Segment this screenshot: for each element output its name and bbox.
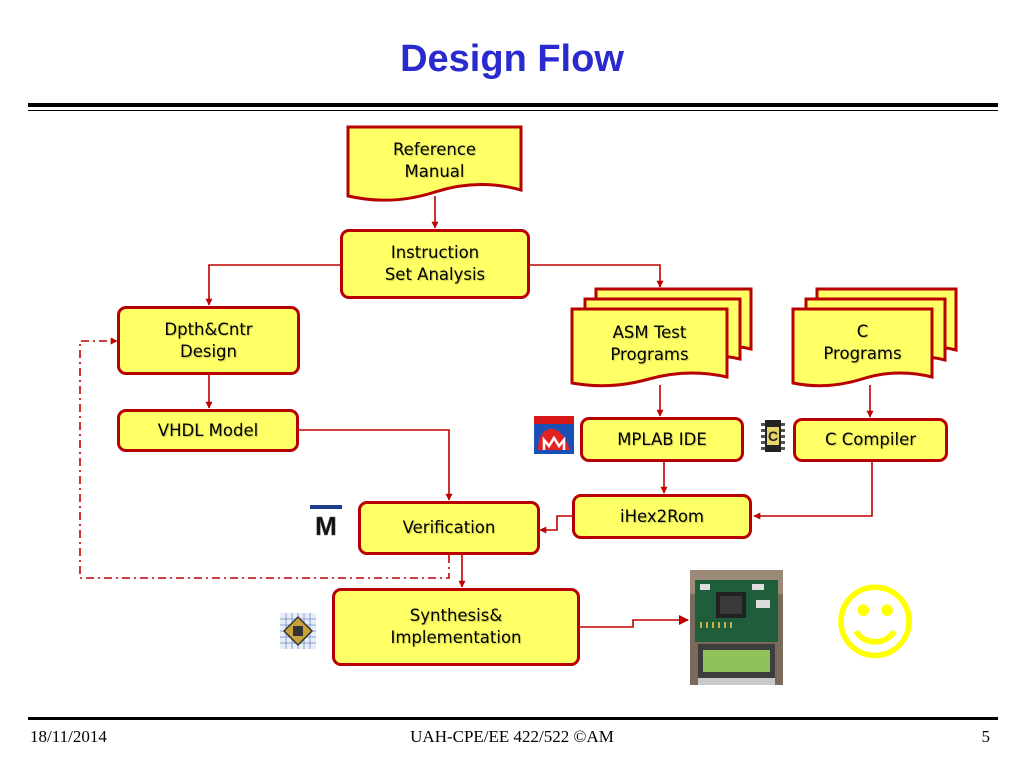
c-programs-label: C Programs	[793, 321, 932, 365]
arrow-vhdl-to-verification	[299, 429, 453, 501]
synthesis-line2: Implementation	[390, 628, 522, 647]
asm-programs-line2: Programs	[610, 344, 689, 364]
slide-title: Design Flow	[400, 38, 624, 80]
isa-box: Instruction Set Analysis	[340, 229, 530, 299]
vhdl-label: VHDL Model	[157, 420, 259, 440]
svg-text:C: C	[768, 428, 778, 444]
dpth-line1: Dpth&Cntr	[164, 319, 253, 339]
c-programs-line2: Programs	[823, 343, 902, 363]
footer-page-number: 5	[981, 727, 991, 746]
fpga-board-photo	[690, 570, 783, 685]
reference-manual-line1: Reference	[392, 140, 477, 159]
arrow-isa-to-asm	[530, 264, 664, 288]
asm-programs-label: ASM Test Programs	[572, 322, 727, 366]
arrow-ccompiler-to-ihex	[753, 461, 873, 520]
xilinx-ise-icon	[280, 613, 316, 649]
verification-box: Verification	[358, 501, 540, 555]
synthesis-box: Synthesis& Implementation	[332, 588, 580, 666]
ihex-box: iHex2Rom	[572, 494, 752, 539]
arrow-synthesis-to-board	[580, 615, 689, 628]
title-rule-thick	[28, 103, 998, 107]
dpth-line2: Design	[180, 341, 237, 361]
asm-programs-shape	[570, 287, 753, 388]
isa-line2: Set Analysis	[384, 265, 486, 284]
reference-manual-label: Reference Manual	[348, 139, 521, 183]
mplab-box: MPLAB IDE	[580, 417, 744, 462]
title-rule-thin	[28, 110, 998, 111]
svg-text:M: M	[315, 511, 337, 537]
c-programs-line1: C	[856, 322, 869, 341]
feedback-loop-dashdot	[79, 337, 450, 579]
smiley-icon: ☺	[831, 574, 919, 672]
mplab-icon	[534, 416, 574, 454]
vhdl-box: VHDL Model	[117, 409, 299, 452]
c-compiler-icon: C	[761, 420, 785, 452]
isa-text: Instruction Set Analysis	[385, 242, 485, 286]
reference-manual-shape	[346, 125, 523, 202]
arrow-ihex-to-verification	[539, 515, 572, 534]
ccompiler-label: C Compiler	[824, 430, 917, 450]
reference-manual-line2: Manual	[404, 161, 465, 181]
ccompiler-box: C Compiler	[793, 418, 948, 462]
synthesis-text: Synthesis& Implementation	[390, 605, 521, 649]
isa-line1: Instruction	[390, 243, 480, 263]
footer-date: 18/11/2014	[30, 727, 107, 746]
arrow-isa-to-dpth	[205, 264, 343, 306]
ihex-label: iHex2Rom	[619, 506, 704, 526]
modelsim-icon: M	[310, 505, 342, 537]
synthesis-line1: Synthesis&	[409, 606, 503, 626]
dpth-text: Dpth&Cntr Design	[164, 319, 252, 363]
footer-rule	[28, 717, 998, 720]
asm-programs-line1: ASM Test	[612, 323, 687, 342]
dpth-box: Dpth&Cntr Design	[117, 306, 300, 375]
c-programs-shape	[791, 287, 958, 388]
mplab-label: MPLAB IDE	[617, 429, 707, 449]
verification-label: Verification	[402, 518, 496, 538]
footer-center: UAH-CPE/EE 422/522 ©AM	[410, 727, 614, 746]
